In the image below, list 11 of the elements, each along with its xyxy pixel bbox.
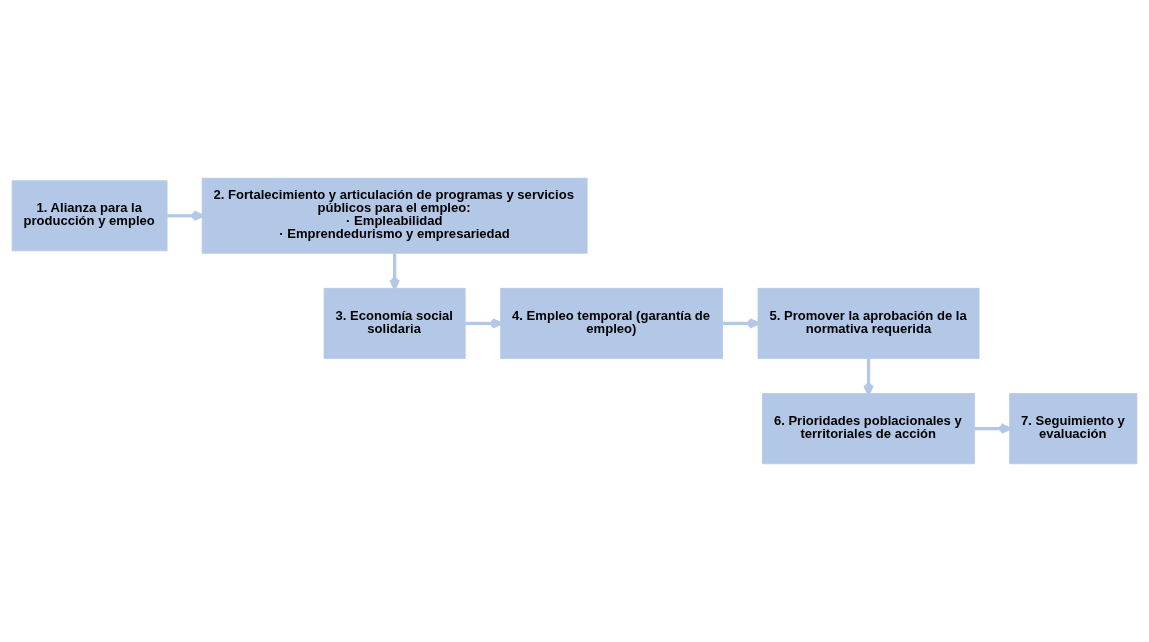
arrow <box>167 210 204 222</box>
node-box: 5. Promover la aprobación de la normativa requerida <box>757 287 980 359</box>
arrow <box>974 423 1012 434</box>
node-box: 3. Economía social solidaria <box>323 287 466 359</box>
node-box: 1. Alianza para la producción y empleo <box>11 180 168 252</box>
node-box: 2. Fortalecimiento y articulación de programas y servicios públicos para el empleo: · Empleabilidad · Emprendedurismo y empresariedad <box>201 177 588 254</box>
node-box: 6. Prioridades poblacionales y territoriales de acción <box>762 393 975 465</box>
node-box: 4. Empleo temporal (garantía de empleo) <box>500 287 723 359</box>
arrow <box>722 318 760 329</box>
arrow <box>389 253 400 290</box>
node-box: 7. Seguimiento y evaluación <box>1009 393 1138 465</box>
